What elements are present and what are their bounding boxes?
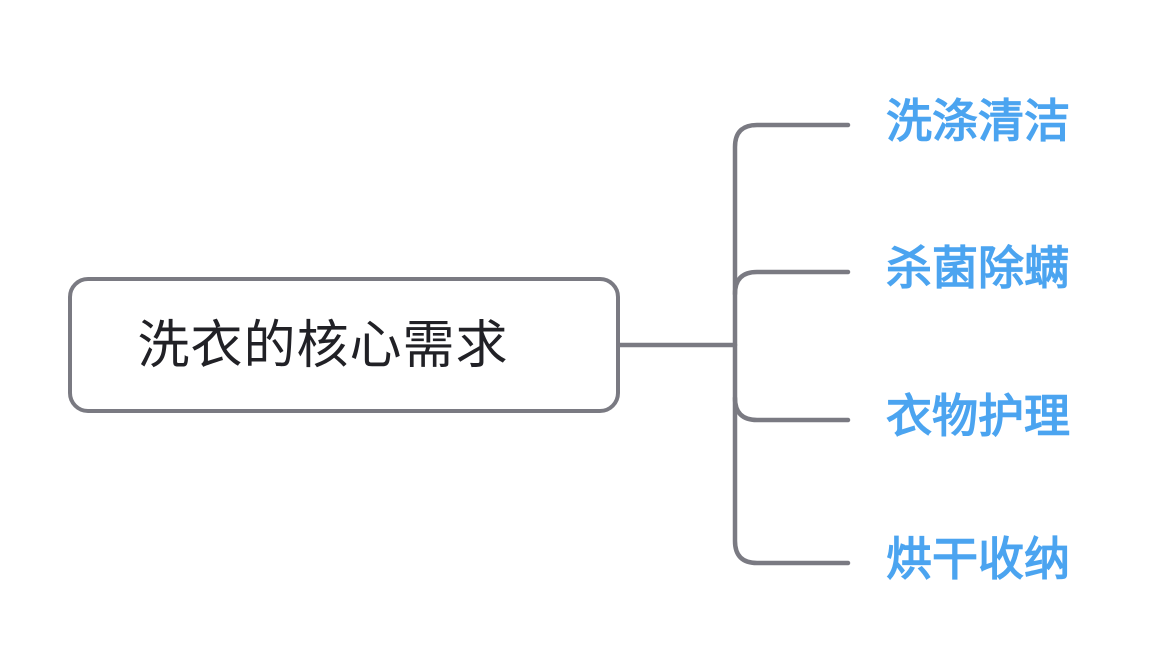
spine-top-bottom-branch-line: [732, 122, 851, 566]
branch-2-line: [732, 269, 851, 297]
branch-node-clothing-care[interactable]: 衣物护理: [886, 390, 1070, 442]
branch-3-line: [732, 395, 851, 423]
branch-node-drying-storage[interactable]: 烘干收纳: [886, 533, 1070, 585]
branch-node-sterilize-mite-removal[interactable]: 杀菌除螨: [886, 242, 1070, 294]
root-node[interactable]: 洗衣的核心需求: [68, 277, 620, 413]
branch-node-washing-cleaning[interactable]: 洗涤清洁: [886, 95, 1070, 147]
root-node-label: 洗衣的核心需求: [137, 316, 509, 375]
